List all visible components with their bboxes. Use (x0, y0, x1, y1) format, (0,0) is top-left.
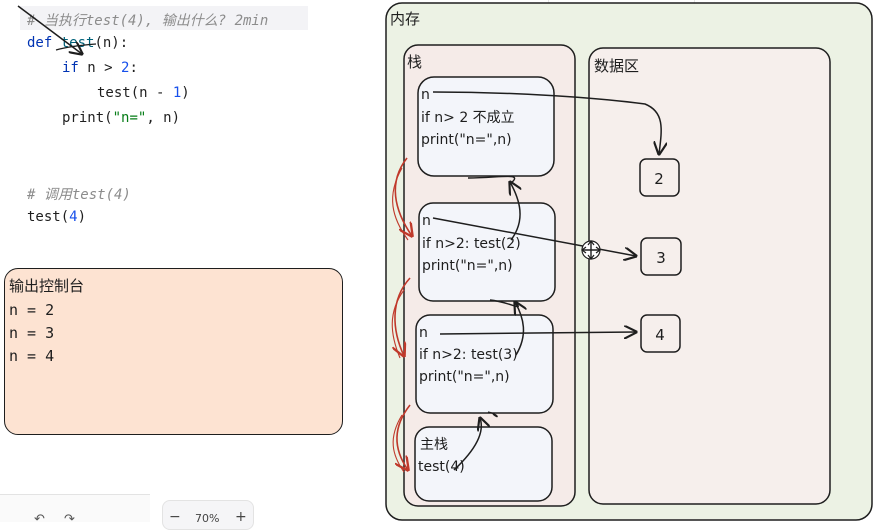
if-condition: n > (78, 60, 122, 76)
print-function: print (62, 110, 105, 126)
code-recursive-call: test(n - 1) (97, 85, 190, 101)
bottom-toolbar (0, 494, 150, 522)
print-string: "n=" (112, 110, 147, 126)
frame-condition: if n>2: test(3) (419, 347, 518, 363)
console-line: n = 2 (9, 301, 55, 319)
ref-arrow-n2 (432, 91, 661, 154)
recursion-stroke (392, 414, 405, 473)
value-box-2 (639, 158, 680, 197)
stack-frame-test4 (415, 314, 554, 414)
if-keyword: if (62, 60, 79, 76)
stack-title: 栈 (407, 53, 422, 71)
console-line: n = 4 (9, 347, 55, 365)
recursion-arrow (397, 404, 411, 470)
stack-frame-test3 (418, 202, 556, 302)
main-frame-call: test(4) (418, 459, 465, 475)
zoom-control: − 70% + (162, 500, 254, 530)
recursive-call-close: ) (181, 85, 190, 101)
code-call-line: test(4) (27, 209, 86, 225)
code-comment-title: # 当执行test(4), 输出什么? 2min (27, 13, 269, 29)
value-text: 2 (654, 170, 664, 188)
memory-title: 内存 (390, 10, 420, 28)
code-panel: # 当执行test(4), 输出什么? 2min def test(n): if… (0, 0, 370, 250)
frame-var: n (419, 325, 428, 341)
code-if-line: if n > 2: (62, 60, 138, 76)
recursive-call-number: 1 (172, 85, 182, 101)
data-area-title: 数据区 (594, 57, 639, 75)
def-keyword: def (27, 35, 53, 51)
frame-print: print("n=",n) (419, 369, 510, 385)
frame-var: n (421, 87, 430, 103)
code-comment-call: # 调用test(4) (27, 187, 131, 203)
frame-print: print("n=",n) (421, 132, 512, 148)
return-arrow-main (453, 418, 481, 471)
pointer-arrow (17, 5, 82, 54)
frame-var: n (422, 213, 431, 229)
code-def-line: def test(n): (27, 35, 128, 51)
value-text: 4 (655, 326, 665, 344)
value-box-3 (640, 237, 682, 276)
value-text: 3 (656, 249, 666, 267)
underline-stroke (55, 43, 97, 51)
console-line: n = 3 (9, 324, 55, 342)
call-number: 4 (69, 209, 78, 225)
redo-button[interactable]: ↷ (64, 512, 75, 527)
recursion-stroke (391, 289, 405, 359)
stack-frame-test2 (417, 76, 555, 177)
print-open: ( (104, 110, 113, 126)
call-close: ) (77, 209, 87, 225)
move-cursor-icon (581, 240, 601, 260)
frame-condition: if n>2: test(2) (422, 236, 521, 252)
print-rest: , n) (146, 110, 181, 126)
current-line-highlight (20, 6, 308, 30)
code-print-line: print("n=", n) (62, 110, 180, 126)
zoom-level: 70% (195, 512, 220, 525)
frame-condition: if n> 2 不成立 (421, 110, 515, 126)
console-title: 输出控制台 (9, 277, 85, 295)
return-arrow-test2 (510, 182, 520, 241)
if-number: 2 (121, 60, 130, 76)
call-name: test( (27, 209, 70, 225)
main-frame-label: 主栈 (420, 437, 448, 453)
zoom-out-button[interactable]: − (169, 509, 181, 525)
return-arrow-test3 (515, 302, 523, 356)
value-box-4 (640, 314, 681, 353)
zoom-in-button[interactable]: + (235, 509, 247, 525)
recursion-arrow (394, 157, 412, 236)
def-params: (n): (94, 35, 129, 51)
function-name: test (60, 35, 95, 51)
return-curve (487, 411, 498, 418)
ref-arrow-n3 (432, 217, 636, 256)
recursive-call-text: test(n - (97, 85, 173, 101)
recursion-stroke (392, 167, 409, 241)
undo-button[interactable]: ↶ (34, 512, 45, 527)
recursion-arrow (395, 277, 411, 356)
ref-arrow-n4 (439, 332, 636, 334)
data-area (588, 47, 831, 505)
if-colon: : (129, 60, 138, 76)
frame-print: print("n=",n) (422, 258, 513, 274)
output-console: 输出控制台 n = 2 n = 3 n = 4 (4, 268, 343, 435)
